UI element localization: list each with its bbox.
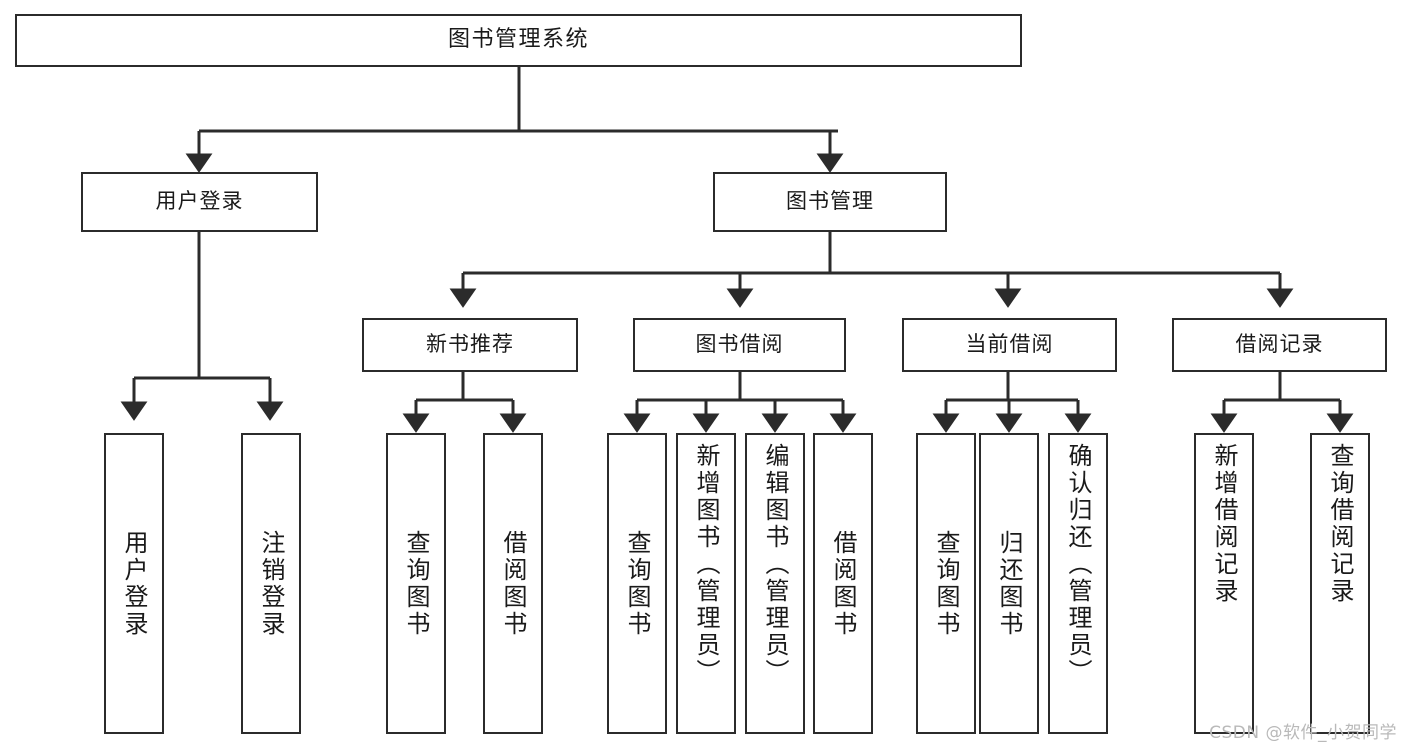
- node-label: 查询图书: [623, 529, 651, 638]
- leaf-user-login[interactable]: 用户登录: [104, 433, 164, 734]
- node-label: 当前借阅: [965, 332, 1054, 357]
- node-label: 确认归还（管理员）: [1064, 443, 1092, 686]
- node-current-borrowing[interactable]: 当前借阅: [902, 318, 1117, 372]
- leaf-borrow-books-new-recommendation[interactable]: 借阅图书: [483, 433, 543, 734]
- node-label: 注销登录: [257, 529, 285, 638]
- leaf-query-books-borrowing[interactable]: 查询图书: [607, 433, 667, 734]
- node-label: 借阅记录: [1235, 332, 1324, 357]
- node-label: 图书管理: [786, 189, 874, 214]
- leaf-return-books[interactable]: 归还图书: [979, 433, 1039, 734]
- node-new-book-recommendation[interactable]: 新书推荐: [362, 318, 578, 372]
- node-label: 查询图书: [932, 529, 960, 638]
- node-label: 图书借阅: [695, 332, 784, 357]
- leaf-query-books-current[interactable]: 查询图书: [916, 433, 976, 734]
- node-label: 用户登录: [120, 529, 148, 638]
- node-label: 新增图书（管理员）: [692, 443, 720, 686]
- node-label: 新增借阅记录: [1210, 443, 1238, 605]
- node-borrowing-records[interactable]: 借阅记录: [1172, 318, 1387, 372]
- node-label: 借阅图书: [499, 529, 527, 638]
- node-label: 用户登录: [155, 189, 244, 214]
- leaf-edit-book-admin[interactable]: 编辑图书（管理员）: [745, 433, 805, 734]
- node-label: 查询借阅记录: [1326, 443, 1354, 605]
- leaf-logout[interactable]: 注销登录: [241, 433, 301, 734]
- node-label: 新书推荐: [426, 332, 514, 357]
- node-user-login[interactable]: 用户登录: [81, 172, 318, 232]
- csdn-watermark: CSDN @软件_小贺同学: [1209, 723, 1397, 743]
- node-label: 图书管理系统: [447, 27, 589, 53]
- node-label: 归还图书: [995, 529, 1023, 638]
- leaf-query-borrowing-record[interactable]: 查询借阅记录: [1310, 433, 1370, 734]
- node-book-management[interactable]: 图书管理: [713, 172, 947, 232]
- leaf-add-book-admin[interactable]: 新增图书（管理员）: [676, 433, 736, 734]
- leaf-confirm-return-admin[interactable]: 确认归还（管理员）: [1048, 433, 1108, 734]
- node-book-borrowing[interactable]: 图书借阅: [633, 318, 846, 372]
- node-label: 借阅图书: [829, 529, 857, 638]
- node-root-book-management-system[interactable]: 图书管理系统: [15, 14, 1022, 67]
- node-label: 编辑图书（管理员）: [761, 443, 789, 686]
- leaf-borrow-books[interactable]: 借阅图书: [813, 433, 873, 734]
- node-label: 查询图书: [402, 529, 430, 638]
- leaf-query-books-new-recommendation[interactable]: 查询图书: [386, 433, 446, 734]
- leaf-add-borrowing-record[interactable]: 新增借阅记录: [1194, 433, 1254, 734]
